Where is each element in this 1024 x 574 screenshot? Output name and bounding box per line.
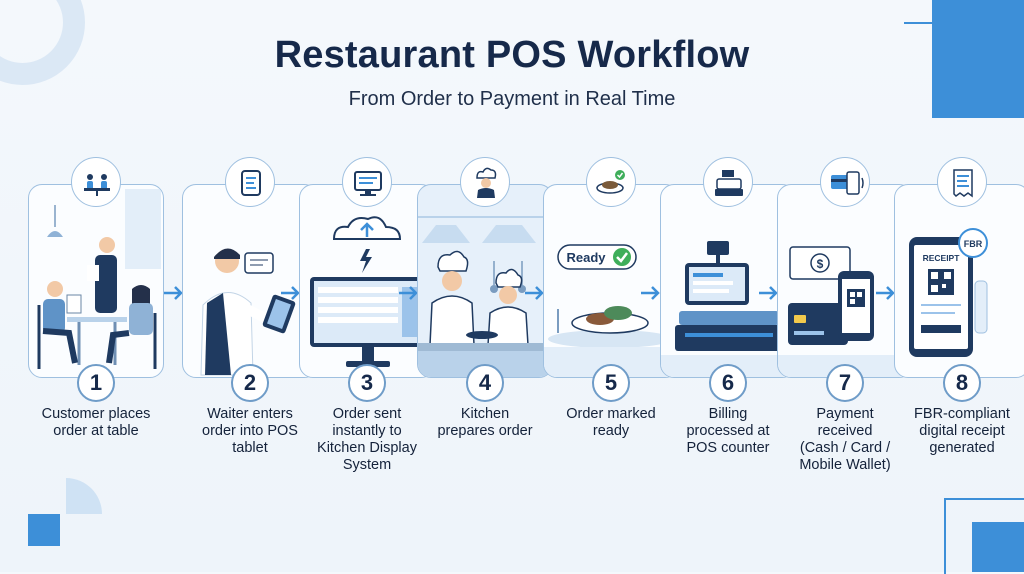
receipt-heading: RECEIPT xyxy=(923,253,961,263)
step-number: 5 xyxy=(592,364,630,402)
step-number: 8 xyxy=(943,364,981,402)
step-label: Billing processed at POS counter xyxy=(686,406,770,456)
step-illustration: Ready xyxy=(543,184,679,378)
step-label: Order marked ready xyxy=(566,406,656,439)
step-illustration xyxy=(660,184,796,378)
waiter-with-tablet-illustration xyxy=(200,248,296,376)
step-number: 3 xyxy=(348,364,386,402)
page-title: Restaurant POS Workflow xyxy=(274,34,750,76)
plated-meal-illustration: Ready xyxy=(544,244,678,377)
display-monitor-icon xyxy=(342,157,392,207)
step-illustration xyxy=(299,184,435,378)
page-subtitle: From Order to Payment in Real Time xyxy=(348,88,676,110)
qr-code-icon xyxy=(847,289,865,307)
corner-line-bottom-right xyxy=(944,498,1024,574)
flow-arrow-1 xyxy=(163,286,185,300)
svg-text:$: $ xyxy=(817,257,824,271)
fbr-seal-label: FBR xyxy=(964,239,983,249)
step-illustration: $ xyxy=(777,184,913,378)
chef-icon xyxy=(460,157,510,207)
chefs-cooking-illustration xyxy=(418,216,552,377)
ready-badge-label: Ready xyxy=(566,250,606,265)
flow-arrow-3 xyxy=(398,286,420,300)
step-label: Order sent instantly to Kitchen Display … xyxy=(317,406,417,473)
step-number: 7 xyxy=(826,364,864,402)
receipt-icon xyxy=(937,157,987,207)
flow-arrow-7 xyxy=(875,286,897,300)
cash-register-icon xyxy=(703,157,753,207)
workflow-step-6: 6 Billing processed at POS counter xyxy=(660,157,796,497)
fbr-seal xyxy=(958,228,988,258)
flow-arrow-4 xyxy=(524,286,546,300)
tablet-icon xyxy=(225,157,275,207)
corner-decoration-bottom-right xyxy=(972,522,1024,572)
pos-counter-illustration xyxy=(661,241,795,377)
workflow-step-3: 3 Order sent instantly to Kitchen Displa… xyxy=(299,157,435,497)
workflow-step-1: 1 Customer places order at table xyxy=(28,157,164,497)
workflow-step-8: RECEIPT FBR 8 FBR-compliant digital rece… xyxy=(894,157,1024,497)
plated-dish-icon xyxy=(586,157,636,207)
workflow-step-4: 4 Kitchen prepares order xyxy=(417,157,553,497)
corner-line-top-right xyxy=(904,22,996,114)
step-illustration: RECEIPT FBR xyxy=(894,184,1024,378)
flow-arrow-5 xyxy=(640,286,662,300)
digital-receipt-illustration: RECEIPT FBR xyxy=(909,228,988,357)
workflow-step-2: 2 Waiter enters order into POS tablet xyxy=(182,157,318,497)
step-number: 2 xyxy=(231,364,269,402)
flow-arrow-6 xyxy=(758,286,780,300)
step-label: Customer places order at table xyxy=(41,406,151,439)
card-payment-icon xyxy=(820,157,870,207)
step-illustration xyxy=(417,184,553,378)
workflow-step-5: Ready 5 Order marked ready xyxy=(543,157,679,497)
dining-table-icon xyxy=(71,157,121,207)
corner-decoration-bottom-left xyxy=(28,514,60,546)
barcode-icon xyxy=(921,325,961,333)
step-illustration xyxy=(182,184,318,378)
workflow-step-7: $ 7 Payment received (Cash / Card / Mobi… xyxy=(777,157,913,497)
customer-ordering-illustration xyxy=(37,189,161,369)
step-illustration xyxy=(28,184,164,378)
step-number: 4 xyxy=(466,364,504,402)
payment-methods-illustration: $ xyxy=(778,246,912,377)
flow-arrow-2 xyxy=(280,286,302,300)
step-label: FBR-compliant digital receipt generated xyxy=(914,406,1010,456)
check-icon xyxy=(613,248,631,266)
step-label: Payment received (Cash / Card / Mobile W… xyxy=(799,406,891,473)
step-label: Waiter enters order into POS tablet xyxy=(202,406,298,456)
step-number: 1 xyxy=(77,364,115,402)
corner-decoration-top-right xyxy=(932,0,1024,118)
kitchen-display-illustration xyxy=(310,216,426,367)
step-label: Kitchen prepares order xyxy=(437,406,533,439)
step-number: 6 xyxy=(709,364,747,402)
